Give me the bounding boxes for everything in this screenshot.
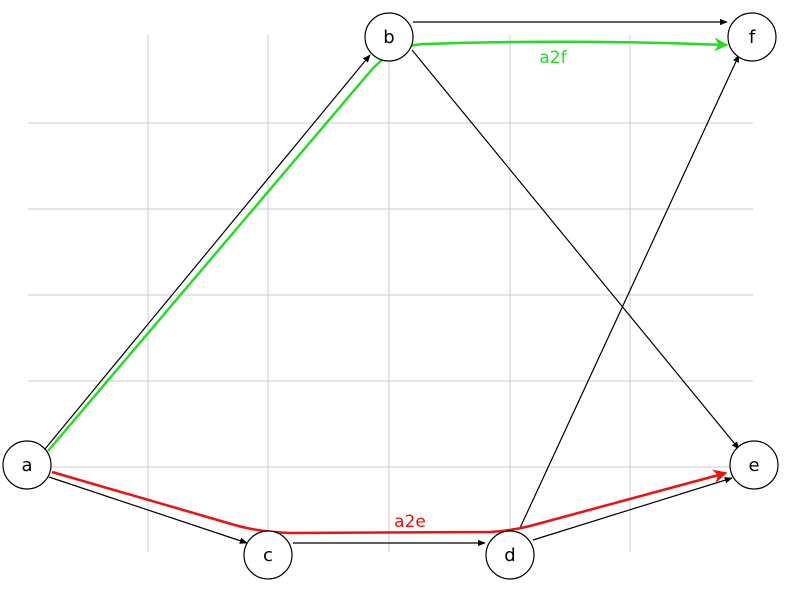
nodes: a b c d e f — [2, 12, 779, 580]
node-label-e: e — [748, 455, 759, 476]
node-c: c — [243, 530, 293, 580]
edge-b-e — [411, 49, 740, 450]
path-a2f — [47, 37, 729, 452]
node-a: a — [2, 440, 52, 490]
node-label-f: f — [749, 27, 756, 48]
node-label-d: d — [504, 545, 515, 566]
path-label-a2e: a2e — [394, 512, 426, 532]
edge-d-e — [532, 477, 733, 541]
node-label-b: b — [383, 27, 394, 48]
node-label-c: c — [263, 545, 273, 566]
node-d: d — [485, 530, 535, 580]
node-label-a: a — [21, 455, 32, 476]
edge-a-b — [44, 54, 371, 450]
node-f: f — [727, 12, 777, 62]
edge-a-c — [48, 476, 248, 544]
background-grid — [28, 35, 753, 552]
node-b: b — [364, 12, 414, 62]
node-e: e — [729, 440, 779, 490]
edge-d-f — [519, 54, 740, 529]
path-label-a2f: a2f — [539, 48, 567, 68]
path-a2e — [51, 469, 728, 535]
edges — [44, 18, 740, 547]
highlighted-paths: a2f a2e — [47, 37, 729, 535]
